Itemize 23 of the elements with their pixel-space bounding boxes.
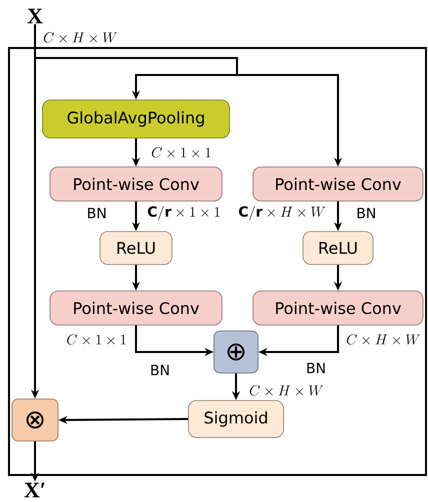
edge-label: $C\times H\times W$ <box>42 31 119 45</box>
block-label: X′ <box>24 482 45 498</box>
edge-label: $\mathbf{C/r}\times 1\times 1$ <box>146 204 222 222</box>
edge-label: $C\times H\times W$ <box>345 333 422 347</box>
norm-label: BN <box>151 364 169 376</box>
conv-box: Point-wise Conv <box>252 166 424 202</box>
conv-box: Point-wise Conv <box>50 166 222 202</box>
block-label: X <box>27 8 43 24</box>
edge-label: $C\times H\times W$ <box>248 384 325 398</box>
add-operator-box: ⊕ <box>214 330 258 374</box>
multiply-operator-box: ⊗ <box>12 398 58 442</box>
norm-label: BN <box>307 362 325 374</box>
edge-label: $\mathbf{C/r}\times H\times W$ <box>237 204 327 222</box>
norm-label: BN <box>358 208 375 218</box>
activation-box: Sigmoid <box>188 400 284 438</box>
conv-box: Point-wise Conv <box>50 290 222 326</box>
conv-box: Point-wise Conv <box>252 290 424 326</box>
activation-box: ReLU <box>100 231 172 265</box>
edge-label: $C\times 1\times 1$ <box>65 333 128 347</box>
pooling-box: GlobalAvgPooling <box>42 100 230 138</box>
edge-label: $C\times 1\times 1$ <box>150 146 213 160</box>
norm-label: BN <box>88 208 106 218</box>
activation-box: ReLU <box>302 231 374 265</box>
